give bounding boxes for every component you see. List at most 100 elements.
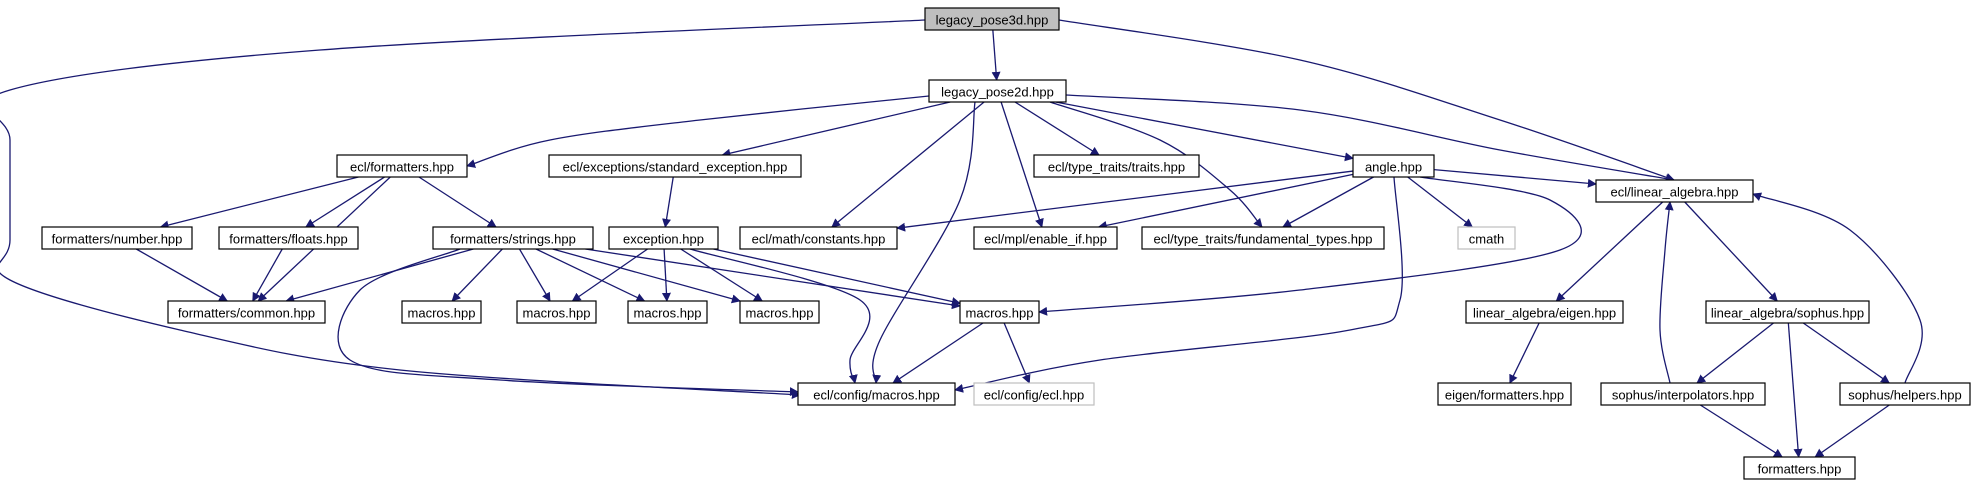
edge-macros_e-to-ecl_config_ecl: [1003, 322, 1031, 384]
node-box[interactable]: [516, 300, 597, 324]
node-ecl_linear_algebra[interactable]: ecl/linear_algebra.hpp: [1595, 179, 1754, 203]
edge-angle-to-ecl_config_macros: [954, 176, 1403, 393]
node-box[interactable]: [1033, 154, 1200, 178]
node-box[interactable]: [627, 300, 708, 324]
node-label: cmath: [1469, 232, 1504, 247]
edge-legacy_pose3d-to-ecl_linear_algebra: [1058, 19, 1675, 182]
node-label: linear_algebra/eigen.hpp: [1473, 306, 1616, 321]
node-eigen_formatters[interactable]: eigen/formatters.hpp: [1437, 382, 1572, 406]
edge-fmt_floats-to-fmt_common: [252, 248, 283, 302]
node-box[interactable]: [924, 7, 1060, 31]
node-box[interactable]: [928, 79, 1067, 103]
node-box[interactable]: [797, 382, 956, 406]
node-fmt_common[interactable]: formatters/common.hpp: [167, 300, 326, 324]
node-label: sophus/interpolators.hpp: [1612, 388, 1754, 403]
node-ecl_fundamental[interactable]: ecl/type_traits/fundamental_types.hpp: [1141, 226, 1385, 250]
node-label: macros.hpp: [408, 306, 476, 321]
edge-legacy_pose2d-to-ecl_math_constants: [831, 101, 985, 228]
node-fmt_strings[interactable]: formatters/strings.hpp: [432, 226, 594, 250]
edge-legacy_pose2d-to-angle: [1055, 101, 1354, 162]
edge-sophus_interp-to-formatters: [1699, 404, 1783, 458]
node-box[interactable]: [1705, 300, 1870, 324]
node-ecl_std_exception[interactable]: ecl/exceptions/standard_exception.hpp: [548, 154, 802, 178]
edge-angle-to-macros_e: [1038, 176, 1582, 316]
edge-macros_e-to-ecl_config_macros: [892, 322, 984, 384]
node-box[interactable]: [959, 300, 1040, 324]
node-box[interactable]: [218, 226, 359, 250]
node-cmath[interactable]: cmath: [1457, 226, 1516, 250]
node-label: exception.hpp: [623, 232, 704, 247]
node-macros_e[interactable]: macros.hpp: [959, 300, 1040, 324]
node-label: ecl/type_traits/fundamental_types.hpp: [1154, 232, 1373, 247]
node-label: macros.hpp: [966, 306, 1034, 321]
node-ecl_formatters[interactable]: ecl/formatters.hpp: [336, 154, 468, 178]
edge-la_sophus-to-sophus_helpers: [1802, 322, 1890, 384]
edge-la_sophus-to-formatters: [1787, 322, 1803, 458]
node-formatters[interactable]: formatters.hpp: [1743, 456, 1856, 480]
node-ecl_type_traits[interactable]: ecl/type_traits/traits.hpp: [1033, 154, 1200, 178]
node-label: ecl/config/ecl.hpp: [984, 388, 1084, 403]
node-box[interactable]: [739, 300, 820, 324]
edge-fmt_strings-to-macros_a: [451, 248, 503, 302]
edges: [0, 19, 1923, 458]
node-box[interactable]: [167, 300, 326, 324]
node-box[interactable]: [739, 226, 898, 250]
node-box[interactable]: [1437, 382, 1572, 406]
edge-fmt_strings-to-fmt_common: [285, 248, 474, 304]
edge-fmt_strings-to-macros_d: [552, 248, 741, 304]
edge-angle-to-ecl_mpl_enable_if: [1097, 173, 1354, 230]
node-macros_d[interactable]: macros.hpp: [739, 300, 820, 324]
node-ecl_math_constants[interactable]: ecl/math/constants.hpp: [739, 226, 898, 250]
edge-ecl_formatters-to-fmt_number: [159, 176, 359, 230]
node-box[interactable]: [1600, 382, 1766, 406]
node-box[interactable]: [1743, 456, 1856, 480]
edge-legacy_pose3d-to-ecl_config_macros: [0, 19, 926, 399]
node-sophus_helpers[interactable]: sophus/helpers.hpp: [1839, 382, 1971, 406]
node-la_eigen[interactable]: linear_algebra/eigen.hpp: [1465, 300, 1624, 324]
node-label: macros.hpp: [746, 306, 814, 321]
edge-legacy_pose2d-to-ecl_std_exception: [721, 101, 951, 158]
edge-fmt_strings-to-macros_e: [585, 248, 961, 310]
node-box[interactable]: [608, 226, 719, 250]
node-macros_b[interactable]: macros.hpp: [516, 300, 597, 324]
node-label: ecl/math/constants.hpp: [752, 232, 886, 247]
node-macros_a[interactable]: macros.hpp: [401, 300, 482, 324]
edge-exception-to-ecl_config_macros: [689, 248, 871, 384]
node-box[interactable]: [401, 300, 482, 324]
node-fmt_number[interactable]: formatters/number.hpp: [41, 226, 193, 250]
node-label: formatters.hpp: [1758, 462, 1842, 477]
node-legacy_pose2d[interactable]: legacy_pose2d.hpp: [928, 79, 1067, 103]
edge-ecl_linear_algebra-to-la_eigen: [1555, 201, 1664, 302]
edge-legacy_pose2d-to-ecl_linear_algebra: [1065, 94, 1675, 184]
node-box[interactable]: [548, 154, 802, 178]
node-ecl_config_ecl[interactable]: ecl/config/ecl.hpp: [973, 382, 1095, 406]
node-box[interactable]: [1465, 300, 1624, 324]
node-ecl_mpl_enable_if[interactable]: ecl/mpl/enable_if.hpp: [973, 226, 1118, 250]
node-box[interactable]: [1352, 154, 1435, 178]
node-legacy_pose3d[interactable]: legacy_pose3d.hpp: [924, 7, 1060, 31]
node-box[interactable]: [1839, 382, 1971, 406]
node-box[interactable]: [336, 154, 468, 178]
node-label: ecl/type_traits/traits.hpp: [1048, 160, 1185, 175]
node-sophus_interp[interactable]: sophus/interpolators.hpp: [1600, 382, 1766, 406]
node-box[interactable]: [973, 226, 1118, 250]
node-label: eigen/formatters.hpp: [1445, 388, 1564, 403]
node-box[interactable]: [1457, 226, 1516, 250]
node-box[interactable]: [1595, 179, 1754, 203]
edge-legacy_pose2d-to-ecl_type_traits: [1014, 101, 1100, 156]
node-ecl_config_macros[interactable]: ecl/config/macros.hpp: [797, 382, 956, 406]
edge-fmt_strings-to-macros_b: [518, 248, 551, 302]
node-box[interactable]: [1141, 226, 1385, 250]
edge-angle-to-cmath: [1407, 176, 1474, 228]
node-fmt_floats[interactable]: formatters/floats.hpp: [218, 226, 359, 250]
node-box[interactable]: [973, 382, 1095, 406]
node-label: ecl/formatters.hpp: [350, 160, 454, 175]
edge-legacy_pose3d-to-legacy_pose2d: [991, 29, 1001, 81]
node-label: macros.hpp: [523, 306, 591, 321]
node-exception[interactable]: exception.hpp: [608, 226, 719, 250]
node-macros_c[interactable]: macros.hpp: [627, 300, 708, 324]
node-box[interactable]: [41, 226, 193, 250]
node-box[interactable]: [432, 226, 594, 250]
node-angle[interactable]: angle.hpp: [1352, 154, 1435, 178]
node-la_sophus[interactable]: linear_algebra/sophus.hpp: [1705, 300, 1870, 324]
